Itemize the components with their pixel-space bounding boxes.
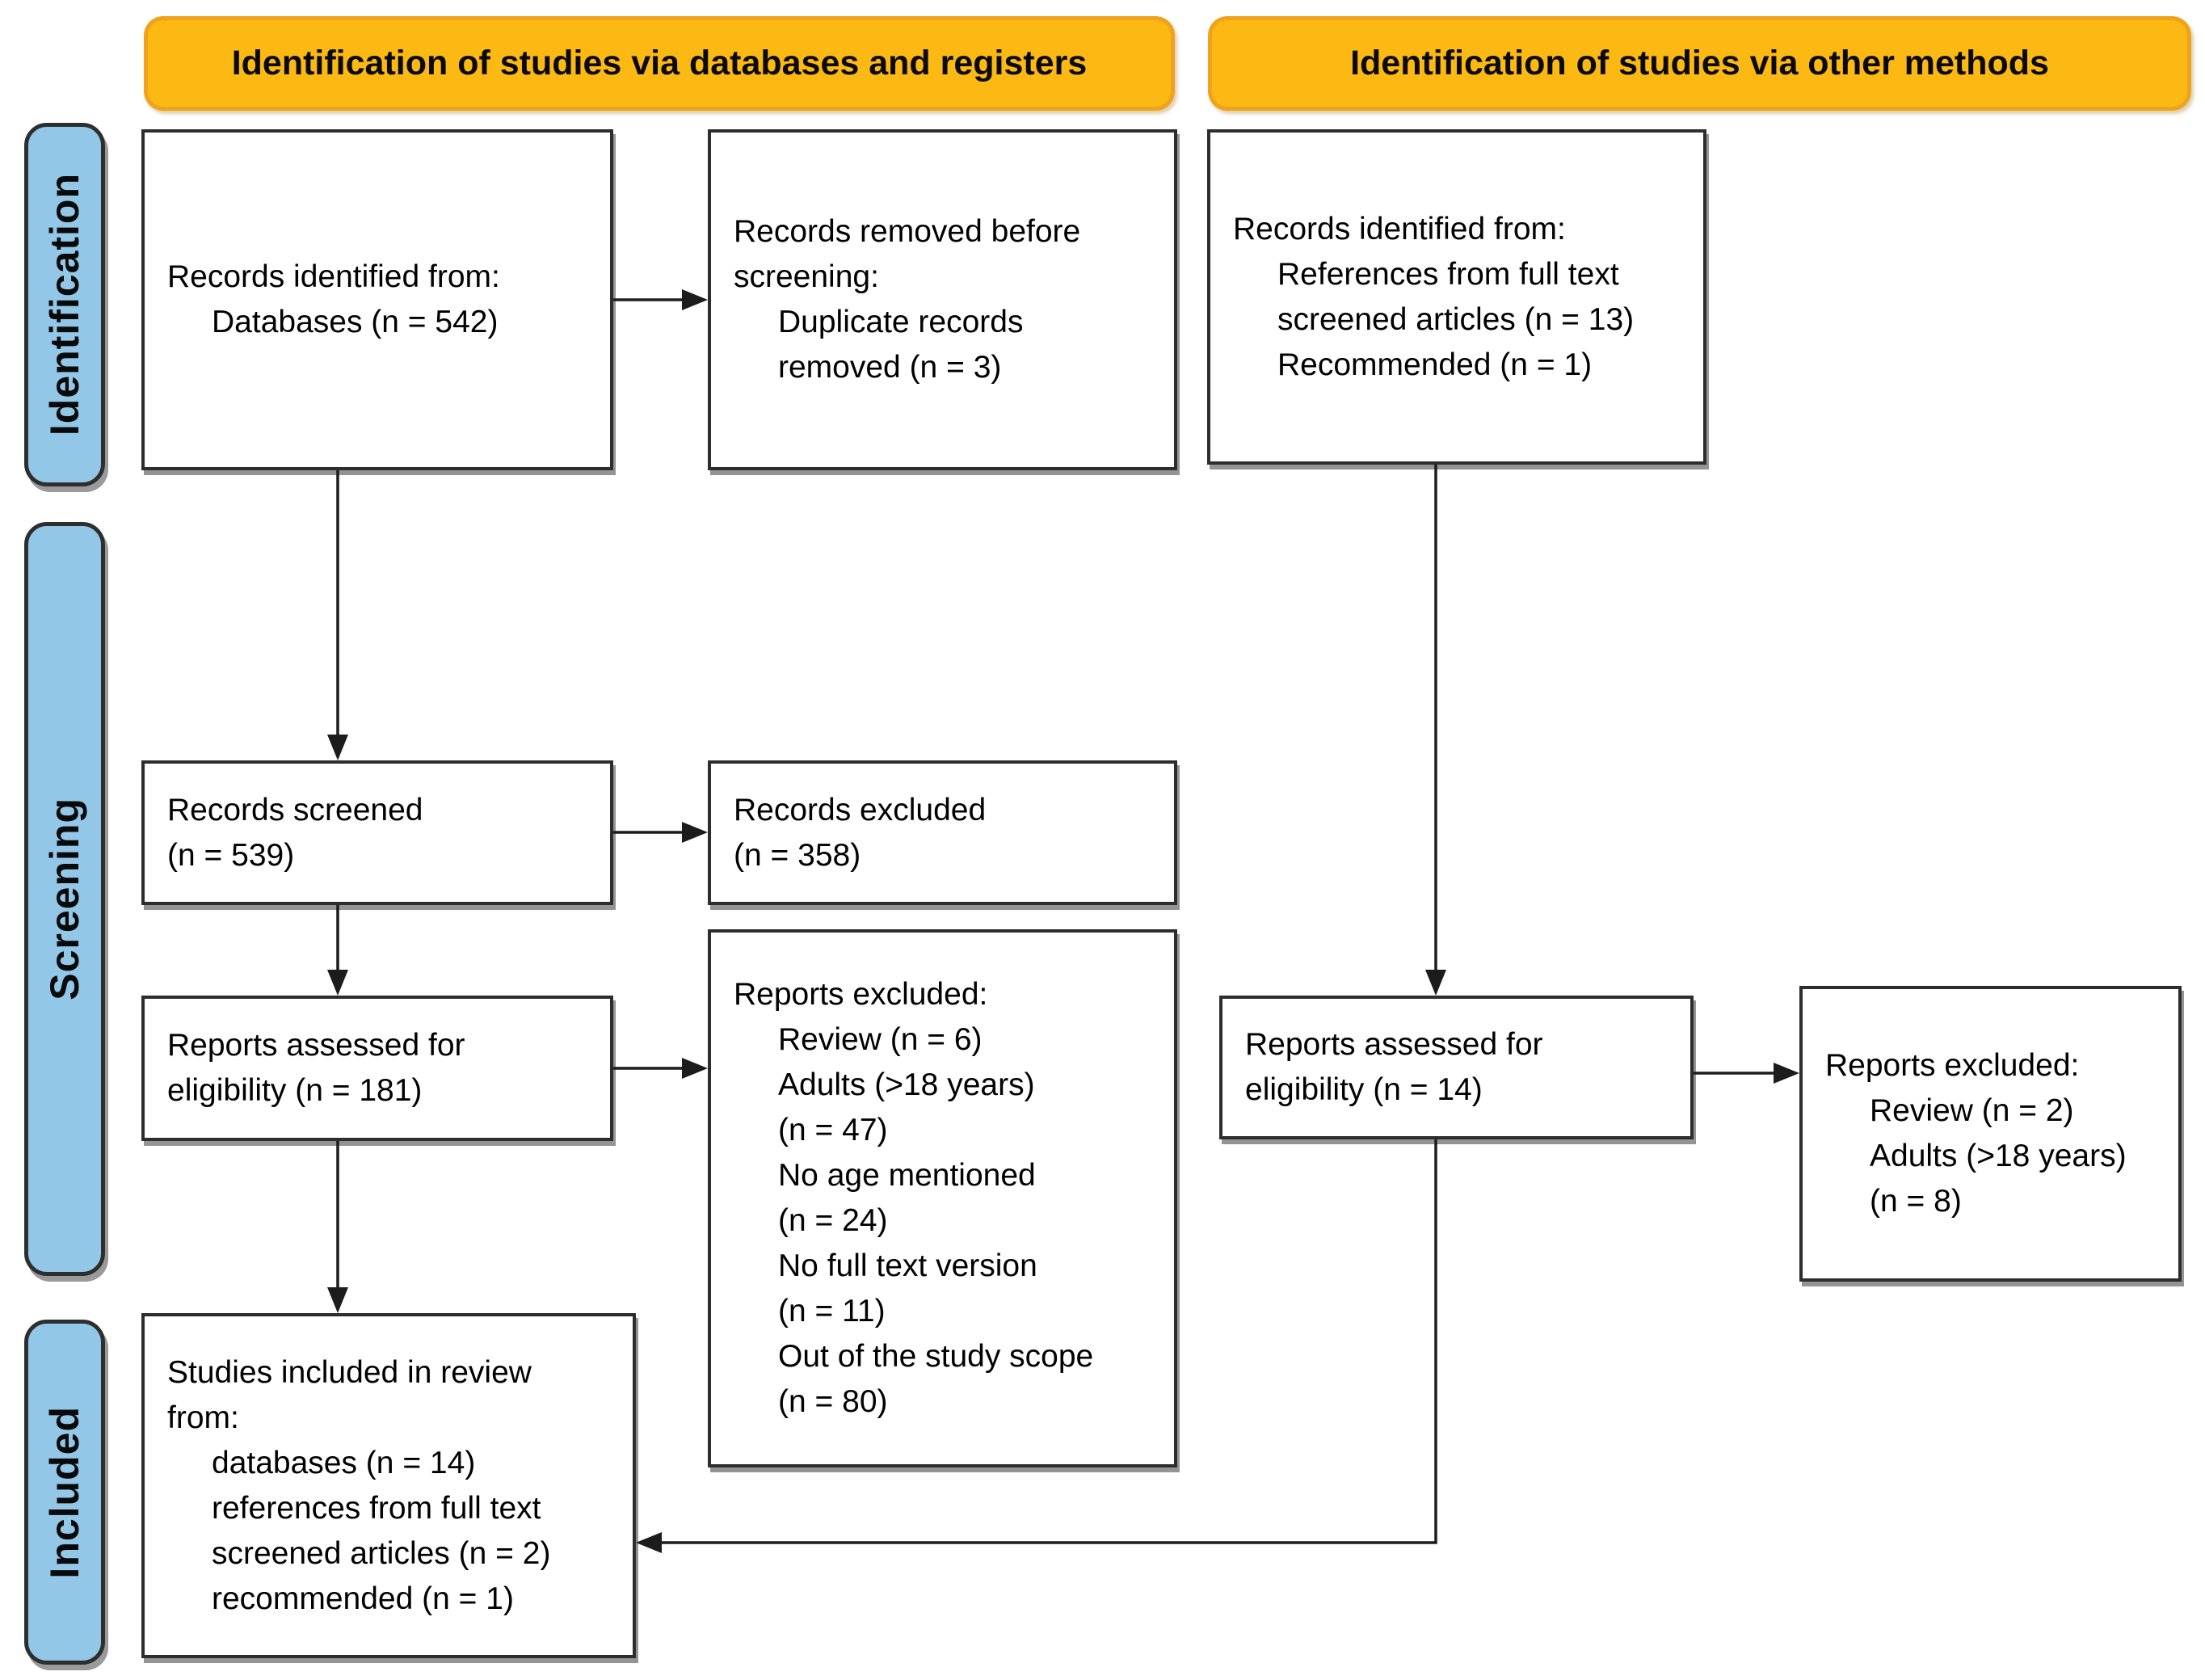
arrowhead-down-icon [327,970,348,996]
box-text-line: Records identified from: [167,259,500,294]
box-text-line: Review (n = 6) [778,1022,983,1057]
box-text-line: from: [167,1400,239,1435]
header-identification-via-databases: Identification of studies via databases … [144,16,1175,111]
box-text-line: eligibility (n = 14) [1245,1072,1483,1107]
box-text-line: references from full text [212,1490,541,1526]
arrow-assessed-db-to-reports-excluded [613,1058,708,1079]
box-records-excluded: Records excluded (n = 358) [708,760,1177,905]
arrowhead-right-icon [1774,1063,1799,1084]
stage-identification: Identification [24,123,105,486]
box-text-line: Reports excluded: [1825,1048,2080,1083]
stage-screening: Screening [24,522,105,1276]
box-text-line: removed (n = 3) [778,350,1002,385]
box-text-line: Review (n = 2) [1870,1093,2074,1128]
box-text-line: Duplicate records [778,305,1024,339]
arrow-identified-db-to-removed [613,289,708,310]
header-identification-via-databases-label: Identification of studies via databases … [231,44,1088,82]
header-identification-via-other-methods: Identification of studies via other meth… [1208,16,2191,111]
box-text-line: screening: [734,259,879,294]
box-text-line: References from full text [1277,256,1619,292]
box-text-line: (n = 80) [778,1384,888,1419]
box-text-line: Databases (n = 542) [212,305,499,339]
box-records-screened: Records screened (n = 539) [141,760,613,905]
arrow-identified-db-to-screened [327,470,348,760]
box-records-identified-other-methods: Records identified from: References from… [1207,129,1706,465]
box-text-line: screened articles (n = 13) [1277,301,1635,337]
box-text-line: eligibility (n = 181) [167,1073,423,1108]
box-text-line: recommended (n = 1) [212,1581,514,1616]
stage-included-label: Included [42,1405,87,1579]
stage-screening-label: Screening [42,798,87,1000]
box-text-line: Records identified from: [1233,211,1566,246]
box-text-line: Out of the study scope [778,1339,1094,1374]
arrow-assessed-other-to-reports-excluded-other [1694,1063,1799,1084]
box-reports-excluded-other-methods: Reports excluded: Review (n = 2) Adults … [1799,986,2182,1282]
arrowhead-right-icon [682,822,708,843]
box-records-identified-databases: Records identified from: Databases (n = … [141,129,613,470]
box-text-line: (n = 539) [167,837,295,873]
arrowhead-left-icon [636,1532,662,1553]
box-text-line: Recommended (n = 1) [1277,347,1593,382]
box-text-line: (n = 11) [778,1294,886,1328]
arrowhead-right-icon [682,289,708,310]
box-text-line: screened articles (n = 2) [212,1535,551,1571]
arrow-assessed-db-to-included [327,1141,348,1313]
box-studies-included-in-review: Studies included in review from: databas… [141,1313,636,1658]
box-text-line: Records excluded [734,792,987,827]
box-reports-excluded-databases: Reports excluded: Review (n = 6) Adults … [708,929,1177,1467]
box-text-line: (n = 47) [778,1113,888,1147]
box-text-line: Records screened [167,792,423,827]
box-text-line: Adults (>18 years) [1870,1139,2127,1173]
box-text-line: Reports excluded: [734,977,988,1012]
box-text-line: (n = 358) [734,837,861,873]
box-text-line: (n = 24) [778,1203,888,1238]
arrowhead-down-icon [327,1287,348,1313]
box-text-line: Reports assessed for [167,1028,465,1063]
arrow-identified-other-to-assessed-other [1425,465,1446,996]
box-text-line: No full text version [778,1248,1037,1283]
box-text-line: Studies included in review [167,1354,532,1390]
arrowhead-down-icon [1425,970,1446,996]
box-text-line: (n = 8) [1870,1184,1962,1219]
arrowhead-right-icon [682,1058,708,1079]
arrow-screened-to-assessed [327,905,348,996]
box-reports-assessed-databases: Reports assessed for eligibility (n = 18… [141,996,613,1141]
arrowhead-down-icon [327,735,348,760]
box-records-removed-before-screening: Records removed before screening: Duplic… [708,129,1177,470]
header-identification-via-other-methods-label: Identification of studies via other meth… [1350,44,2049,82]
arrow-screened-to-excluded [613,822,708,843]
box-text-line: No age mentioned [778,1158,1036,1193]
box-reports-assessed-other-methods: Reports assessed for eligibility (n = 14… [1219,996,1694,1139]
box-text-line: Adults (>18 years) [778,1067,1035,1102]
stage-identification-label: Identification [42,173,87,436]
box-text-line: Reports assessed for [1245,1027,1543,1062]
stage-included: Included [24,1320,105,1665]
box-text-line: Records removed before [734,214,1081,249]
box-text-line: databases (n = 14) [212,1445,476,1480]
